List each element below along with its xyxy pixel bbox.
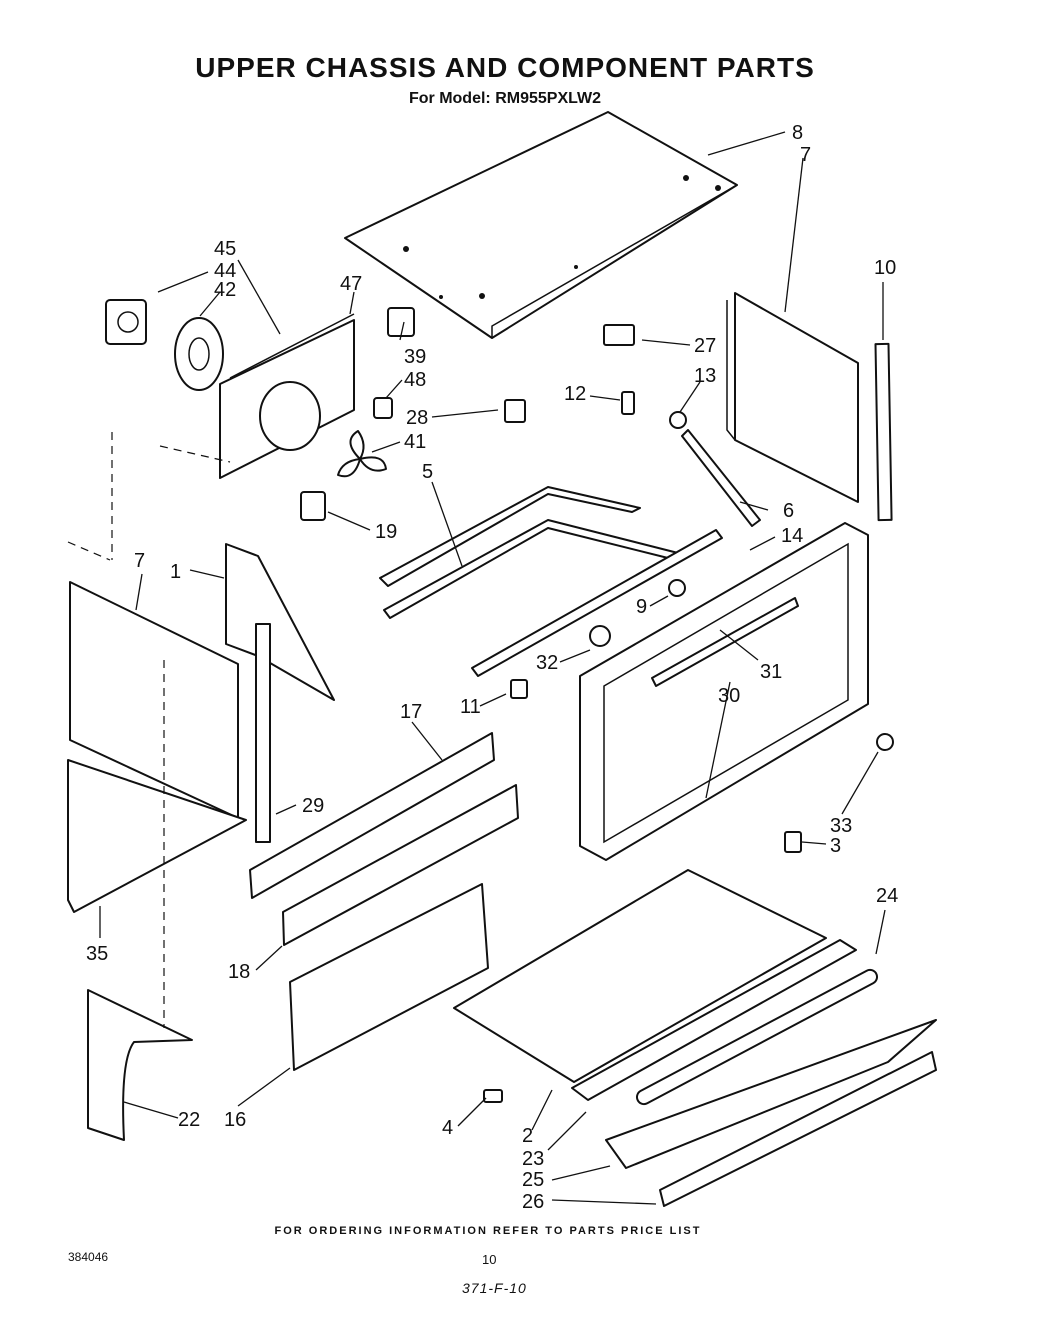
callout-7-right: 7 — [800, 144, 811, 166]
callout-1: 1 — [170, 561, 181, 583]
callout-47: 47 — [340, 273, 362, 295]
callout-3: 3 — [830, 835, 841, 857]
callout-28: 28 — [406, 407, 428, 429]
part-19-bracket — [300, 491, 326, 521]
part-44-motor — [105, 299, 147, 345]
part-2-base-pan — [453, 869, 827, 1083]
part-7-right-side-panel — [726, 292, 859, 503]
part-42-blade-guard — [174, 317, 224, 391]
callout-5: 5 — [422, 461, 433, 483]
callout-12: 12 — [564, 383, 586, 405]
callout-18: 18 — [228, 961, 250, 983]
part-27-bracket — [603, 324, 635, 346]
callout-16: 16 — [224, 1109, 246, 1131]
part-5-frame — [379, 486, 723, 677]
callout-27: 27 — [694, 335, 716, 357]
callout-7-left: 7 — [134, 550, 145, 572]
part-26-strip — [659, 1051, 937, 1207]
callout-9: 9 — [636, 596, 647, 618]
callout-22: 22 — [178, 1109, 200, 1131]
part-23-strip — [571, 939, 857, 1101]
callout-39: 39 — [404, 346, 426, 368]
part-47-fan-shroud — [219, 313, 355, 479]
part-3-terminal — [784, 831, 802, 853]
form-code: 371-F-10 — [462, 1280, 527, 1296]
callout-33: 33 — [830, 815, 852, 837]
callout-45: 45 — [214, 238, 236, 260]
part-48-clip — [373, 397, 393, 419]
part-17-rail — [249, 732, 495, 899]
part-32-knob — [589, 625, 611, 647]
part-31-trim-bar — [651, 597, 799, 687]
callout-14: 14 — [781, 525, 803, 547]
callout-30: 30 — [718, 685, 740, 707]
part-22-deflector — [87, 989, 193, 1141]
part-25-reflector — [605, 1019, 937, 1169]
callout-31: 31 — [760, 661, 782, 683]
part-24-tube — [635, 968, 879, 1106]
part-12-switch — [621, 391, 635, 415]
callout-44: 44 — [214, 260, 236, 282]
part-39-bracket — [387, 307, 415, 337]
callout-19: 19 — [375, 521, 397, 543]
part-1-bracket — [225, 543, 335, 701]
callout-26: 26 — [522, 1191, 544, 1213]
callout-2: 2 — [522, 1125, 533, 1147]
document-number: 384046 — [68, 1250, 109, 1264]
ordering-note: FOR ORDERING INFORMATION REFER TO PARTS … — [274, 1225, 702, 1237]
part-28-bracket — [504, 399, 526, 423]
callout-25: 25 — [522, 1169, 544, 1191]
callout-6: 6 — [783, 500, 794, 522]
callout-32: 32 — [536, 652, 558, 674]
callout-48: 48 — [404, 369, 426, 391]
callout-11: 11 — [460, 696, 481, 718]
part-33-knob — [876, 733, 894, 751]
callout-35: 35 — [86, 943, 108, 965]
leader-lines — [67, 131, 886, 1205]
page-number: 10 — [482, 1252, 497, 1267]
part-10-strip — [874, 342, 893, 522]
part-4-clip — [483, 1089, 503, 1103]
part-35-lower-panel — [67, 759, 247, 913]
callout-41: 41 — [404, 431, 426, 453]
callout-17: 17 — [400, 701, 422, 723]
part-8-top-panel — [344, 111, 738, 339]
part-29-post — [255, 623, 271, 843]
model-subtitle: For Model: RM955PXLW2 — [408, 90, 602, 107]
callout-23: 23 — [522, 1148, 544, 1170]
callout-4: 4 — [442, 1117, 453, 1139]
callout-10: 10 — [874, 257, 896, 279]
part-41-fan-blade — [337, 430, 387, 478]
callout-29: 29 — [302, 795, 324, 817]
part-13-socket — [669, 411, 687, 429]
part-18-panel — [282, 784, 519, 946]
callout-13: 13 — [694, 365, 716, 387]
part-11-clip — [510, 679, 528, 699]
callout-8: 8 — [792, 122, 803, 144]
callout-24: 24 — [876, 885, 898, 907]
callout-42: 42 — [214, 279, 236, 301]
page-title: UPPER CHASSIS AND COMPONENT PARTS — [195, 52, 815, 83]
part-16-bracket — [289, 883, 489, 1071]
part-9-knob — [668, 579, 686, 597]
